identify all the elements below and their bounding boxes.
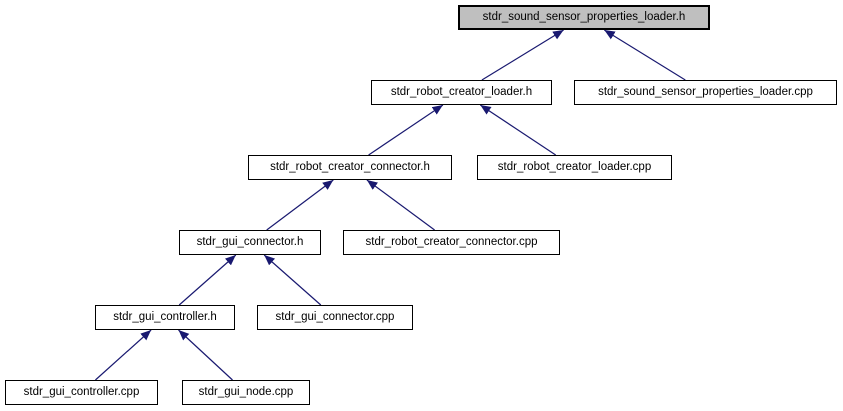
graph-node-label: stdr_gui_controller.cpp [23,385,140,398]
dependency-edge-n10-n8 [94,329,152,381]
dependency-edge-n8-n6 [178,254,237,306]
dependency-edge-n7-n4 [366,179,435,231]
graph-node-n5[interactable]: stdr_robot_creator_loader.cpp [477,155,672,180]
graph-node-label: stdr_robot_creator_connector.h [270,160,430,173]
dependency-edge-n9-n6 [263,254,322,306]
graph-node-label: stdr_sound_sensor_properties_loader.h [482,10,686,23]
graph-node-n3[interactable]: stdr_sound_sensor_properties_loader.cpp [574,80,837,105]
graph-node-label: stdr_sound_sensor_properties_loader.cpp [598,85,813,98]
graph-node-n4[interactable]: stdr_robot_creator_connector.h [248,155,452,180]
graph-node-n6[interactable]: stdr_gui_connector.h [179,230,321,255]
graph-node-label: stdr_gui_connector.h [196,235,304,248]
graph-node-n10[interactable]: stdr_gui_controller.cpp [5,380,158,405]
dependency-edge-n5-n2 [479,104,557,156]
graph-node-n9[interactable]: stdr_gui_connector.cpp [257,305,413,330]
graph-node-label: stdr_gui_controller.h [113,310,217,323]
dependency-edge-n6-n4 [266,179,334,231]
graph-node-label: stdr_gui_connector.cpp [275,310,395,323]
dependency-edge-n11-n8 [178,329,233,381]
graph-node-n8[interactable]: stdr_gui_controller.h [95,305,235,330]
dependency-edge-n3-n1 [603,29,686,81]
graph-node-n1[interactable]: stdr_sound_sensor_properties_loader.h [458,5,710,30]
graph-node-label: stdr_robot_creator_connector.cpp [365,235,538,248]
dependency-edge-n2-n1 [481,29,564,81]
graph-node-n2[interactable]: stdr_robot_creator_loader.h [371,80,552,105]
graph-node-label: stdr_gui_node.cpp [198,385,294,398]
graph-node-n11[interactable]: stdr_gui_node.cpp [182,380,310,405]
graph-node-label: stdr_robot_creator_loader.cpp [497,160,652,173]
graph-node-label: stdr_robot_creator_loader.h [390,85,533,98]
graph-node-n7[interactable]: stdr_robot_creator_connector.cpp [343,230,560,255]
dependency-edge-n4-n2 [368,104,444,156]
